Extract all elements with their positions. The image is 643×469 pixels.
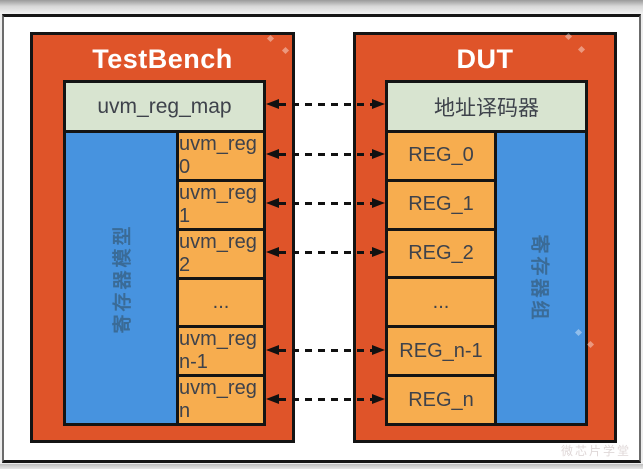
uvm-reg-rows: uvm_reg 0 uvm_reg 1 uvm_reg 2 ... uvm_re… bbox=[179, 133, 263, 423]
arrowhead-left-icon bbox=[266, 247, 279, 257]
dut-register-group-container: 地址译码器 REG_0 REG_1 REG_2 ... REG_n-1 REG_… bbox=[385, 80, 588, 426]
dut-register-rows: REG_0 REG_1 REG_2 ... REG_n-1 REG_n 寄存器组 bbox=[388, 133, 585, 423]
uvm-reg-row-2: uvm_reg 2 bbox=[179, 228, 263, 277]
dashed-line bbox=[279, 201, 372, 205]
arrowhead-right-icon bbox=[372, 99, 385, 109]
arrowhead-right-icon bbox=[372, 394, 385, 404]
arrow-map-to-decoder bbox=[266, 92, 385, 116]
arrowhead-left-icon bbox=[266, 99, 279, 109]
uvm-reg-map-box: uvm_reg_map bbox=[66, 83, 263, 133]
arrowhead-right-icon bbox=[372, 345, 385, 355]
dut-reg-row-1: REG_1 bbox=[388, 178, 494, 228]
dut-reg-row-n-1: REG_n-1 bbox=[388, 325, 494, 375]
uvm-reg-row-1: uvm_reg 1 bbox=[179, 179, 263, 228]
dashed-line bbox=[279, 250, 372, 254]
window-top-edge bbox=[0, 0, 643, 14]
arrow-reg-n bbox=[266, 387, 385, 411]
dut-reg-row-ellipsis: ... bbox=[388, 276, 494, 326]
arrowhead-left-icon bbox=[266, 394, 279, 404]
watermark: 微芯片学堂 bbox=[560, 444, 631, 458]
address-decoder-box: 地址译码器 bbox=[388, 83, 585, 133]
uvm-reg-row-0: uvm_reg 0 bbox=[179, 133, 263, 179]
arrowhead-left-icon bbox=[266, 345, 279, 355]
uvm-reg-row-n-1: uvm_reg n-1 bbox=[179, 325, 263, 374]
testbench-register-rows: 寄存器模型 uvm_reg 0 uvm_reg 1 uvm_reg 2 ... … bbox=[66, 133, 263, 423]
dut-reg-rows: REG_0 REG_1 REG_2 ... REG_n-1 REG_n bbox=[388, 133, 494, 423]
dashed-line bbox=[279, 102, 372, 106]
register-model-bar-label: 寄存器模型 bbox=[112, 222, 134, 334]
register-group-bar: 寄存器组 bbox=[493, 133, 585, 423]
uvm-reg-row-ellipsis: ... bbox=[179, 277, 263, 325]
arrow-reg2 bbox=[266, 240, 385, 264]
dut-reg-row-n: REG_n bbox=[388, 374, 494, 423]
arrowhead-left-icon bbox=[266, 198, 279, 208]
arrowhead-right-icon bbox=[372, 198, 385, 208]
dut-reg-row-2: REG_2 bbox=[388, 227, 494, 277]
dut-title: DUT bbox=[456, 44, 514, 74]
dut-reg-row-0: REG_0 bbox=[388, 133, 494, 179]
arrowhead-right-icon bbox=[372, 247, 385, 257]
testbench-register-model-container: uvm_reg_map 寄存器模型 uvm_reg 0 uvm_reg 1 uv… bbox=[63, 80, 266, 426]
dut-block: DUT 地址译码器 REG_0 REG_1 REG_2 ... REG_n-1 … bbox=[353, 32, 617, 443]
dashed-line bbox=[279, 397, 372, 401]
arrow-reg0 bbox=[266, 142, 385, 166]
dashed-line bbox=[279, 152, 372, 156]
register-group-bar-label: 寄存器组 bbox=[528, 233, 550, 323]
uvm-reg-row-n: uvm_reg n bbox=[179, 374, 263, 423]
dashed-line bbox=[279, 348, 372, 352]
arrowhead-right-icon bbox=[372, 149, 385, 159]
arrow-reg1 bbox=[266, 191, 385, 215]
window-bottom-edge bbox=[0, 464, 643, 469]
arrowhead-left-icon bbox=[266, 149, 279, 159]
testbench-block: TestBench uvm_reg_map 寄存器模型 uvm_reg 0 uv… bbox=[30, 32, 295, 443]
register-model-bar: 寄存器模型 bbox=[66, 133, 180, 423]
testbench-title: TestBench bbox=[92, 44, 233, 74]
arrow-reg-n-1 bbox=[266, 338, 385, 362]
